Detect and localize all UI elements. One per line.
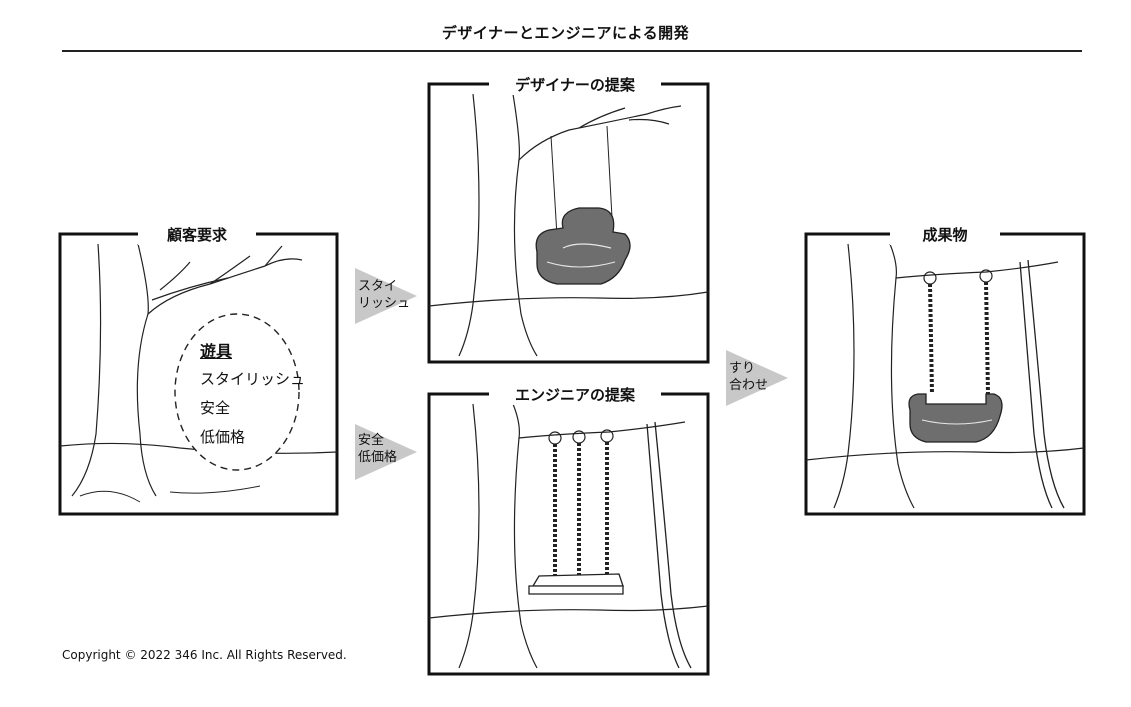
arrow-to-result-label: すり 合わせ [729,361,769,393]
designer-proposal-panel: デザイナーの提案 [427,74,710,364]
requirement-heading: 遊具 [200,342,233,361]
arrow-to-engineer-label: 安全 低価格 [358,433,398,465]
engineer-swing-illustration [427,392,710,676]
customer-requirements-panel: 顧客要求 遊具 スタイリッシュ 安全 低価格 [58,224,339,516]
result-panel-label: 成果物 [890,224,1000,245]
customer-tree-illustration [58,232,339,516]
page-title: デザイナーとエンジニアによる開発 [441,24,690,42]
copyright-notice: Copyright © 2022 346 Inc. All Rights Res… [62,648,347,662]
arrow-to-designer-label: スタイ リッシュ [358,279,411,311]
requirement-stylish: スタイリッシュ [200,370,306,388]
designer-swing-illustration [427,82,710,364]
arrow-to-result [726,350,788,406]
customer-panel-label: 顧客要求 [138,224,256,245]
result-panel: 成果物 [804,224,1086,516]
designer-panel-label: デザイナーの提案 [489,74,661,95]
engineer-proposal-panel: エンジニアの提案 [427,384,710,676]
result-swing-illustration [804,232,1086,516]
arrow-to-designer [355,268,417,324]
requirement-safety: 安全 [200,399,231,417]
arrow-to-engineer [355,424,417,480]
requirement-low-cost: 低価格 [200,428,246,446]
title-divider [62,50,1082,52]
engineer-panel-label: エンジニアの提案 [489,384,661,405]
